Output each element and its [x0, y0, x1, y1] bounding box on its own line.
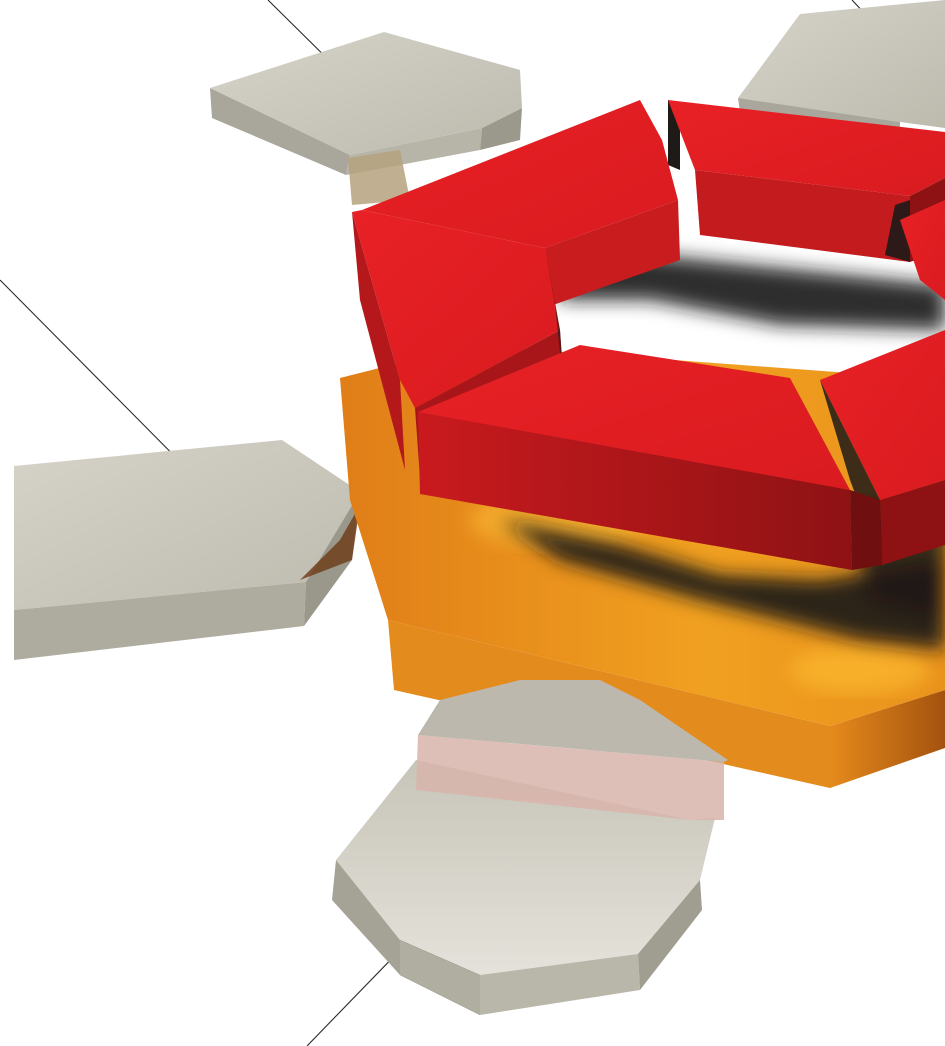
gray-pad-bottom — [332, 680, 728, 1015]
red-segment-back-right — [668, 100, 945, 262]
gray-pad-left — [14, 440, 360, 660]
